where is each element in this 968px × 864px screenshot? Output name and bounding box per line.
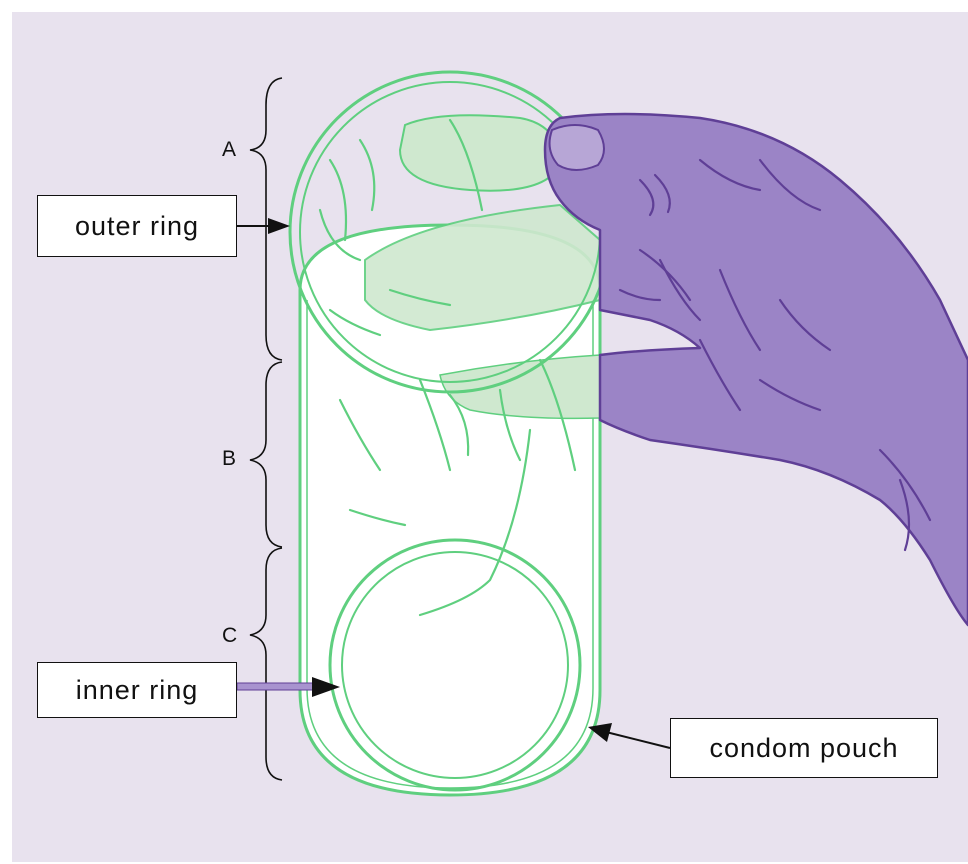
finger-shadow [400, 115, 560, 190]
section-c-label: C [222, 624, 237, 648]
section-b-label: B [222, 447, 236, 471]
section-a-label: A [222, 138, 236, 162]
inner-ring-arrow-shaft [237, 683, 313, 690]
thumbnail [550, 125, 604, 170]
inner-ring-label: inner ring [37, 662, 237, 718]
outer-ring-label: outer ring [37, 195, 237, 257]
condom-pouch-label: condom pouch [670, 718, 938, 778]
